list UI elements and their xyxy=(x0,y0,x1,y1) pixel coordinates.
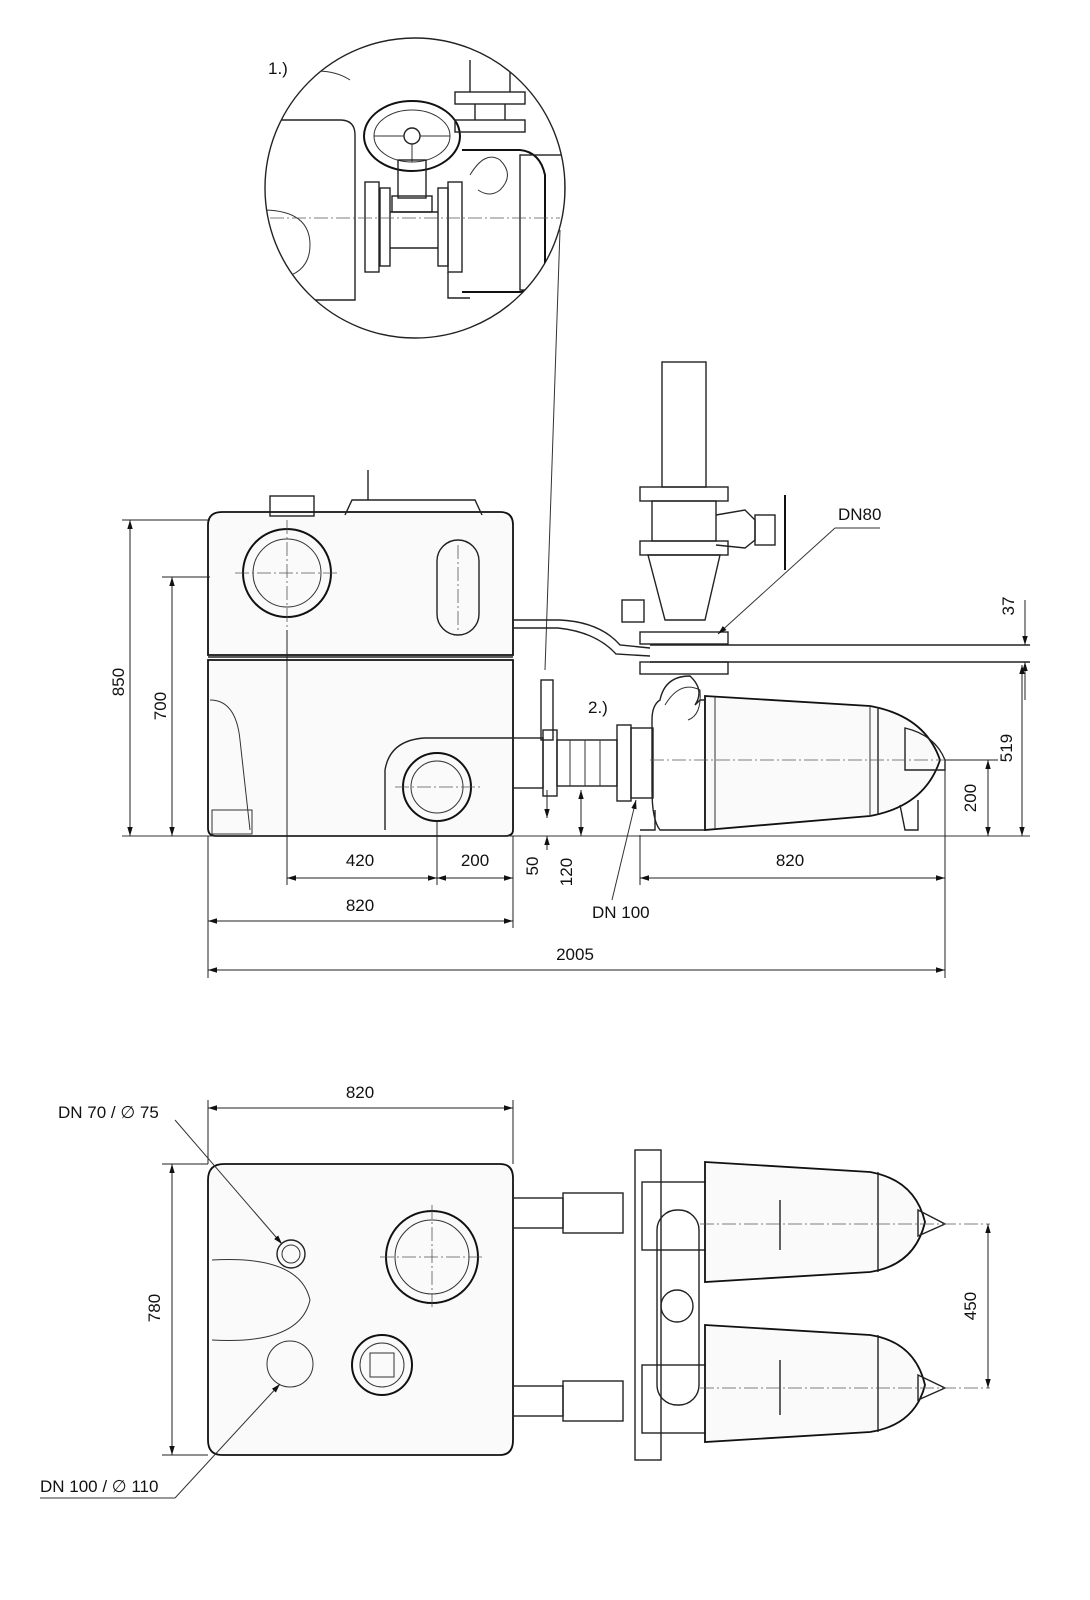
dim-780: 780 xyxy=(145,1294,164,1322)
dim-37: 37 xyxy=(999,597,1018,616)
top-view: 820 780 450 DN 70 / ∅ 75 DN 100 / ∅ 110 xyxy=(40,1083,991,1499)
dim-700: 700 xyxy=(151,692,170,720)
dim-820-tank: 820 xyxy=(346,896,374,915)
dim-519: 519 xyxy=(997,734,1016,762)
dim-820-top: 820 xyxy=(346,1083,374,1102)
side-view: 2.) DN80 DN 100 850 700 37 519 200 50 xyxy=(109,361,1030,978)
dn70-label: DN 70 / ∅ 75 xyxy=(58,1103,159,1122)
dim-200-axis: 200 xyxy=(961,784,980,812)
dim-420: 420 xyxy=(346,851,374,870)
detail-1-magnified-view: 1.) xyxy=(264,37,566,671)
dim-50: 50 xyxy=(523,857,542,876)
dim-200-inlet: 200 xyxy=(461,851,489,870)
dim-2005: 2005 xyxy=(556,945,594,964)
dn100-top-label: DN 100 / ∅ 110 xyxy=(40,1477,158,1496)
detail-2-label: 2.) xyxy=(588,698,608,717)
dim-850: 850 xyxy=(109,668,128,696)
dim-120: 120 xyxy=(557,858,576,886)
dn100-label: DN 100 xyxy=(592,903,650,922)
dim-820-pump: 820 xyxy=(776,851,804,870)
dim-450: 450 xyxy=(961,1292,980,1320)
dn80-label: DN80 xyxy=(838,505,881,524)
detail-1-label: 1.) xyxy=(268,59,288,78)
